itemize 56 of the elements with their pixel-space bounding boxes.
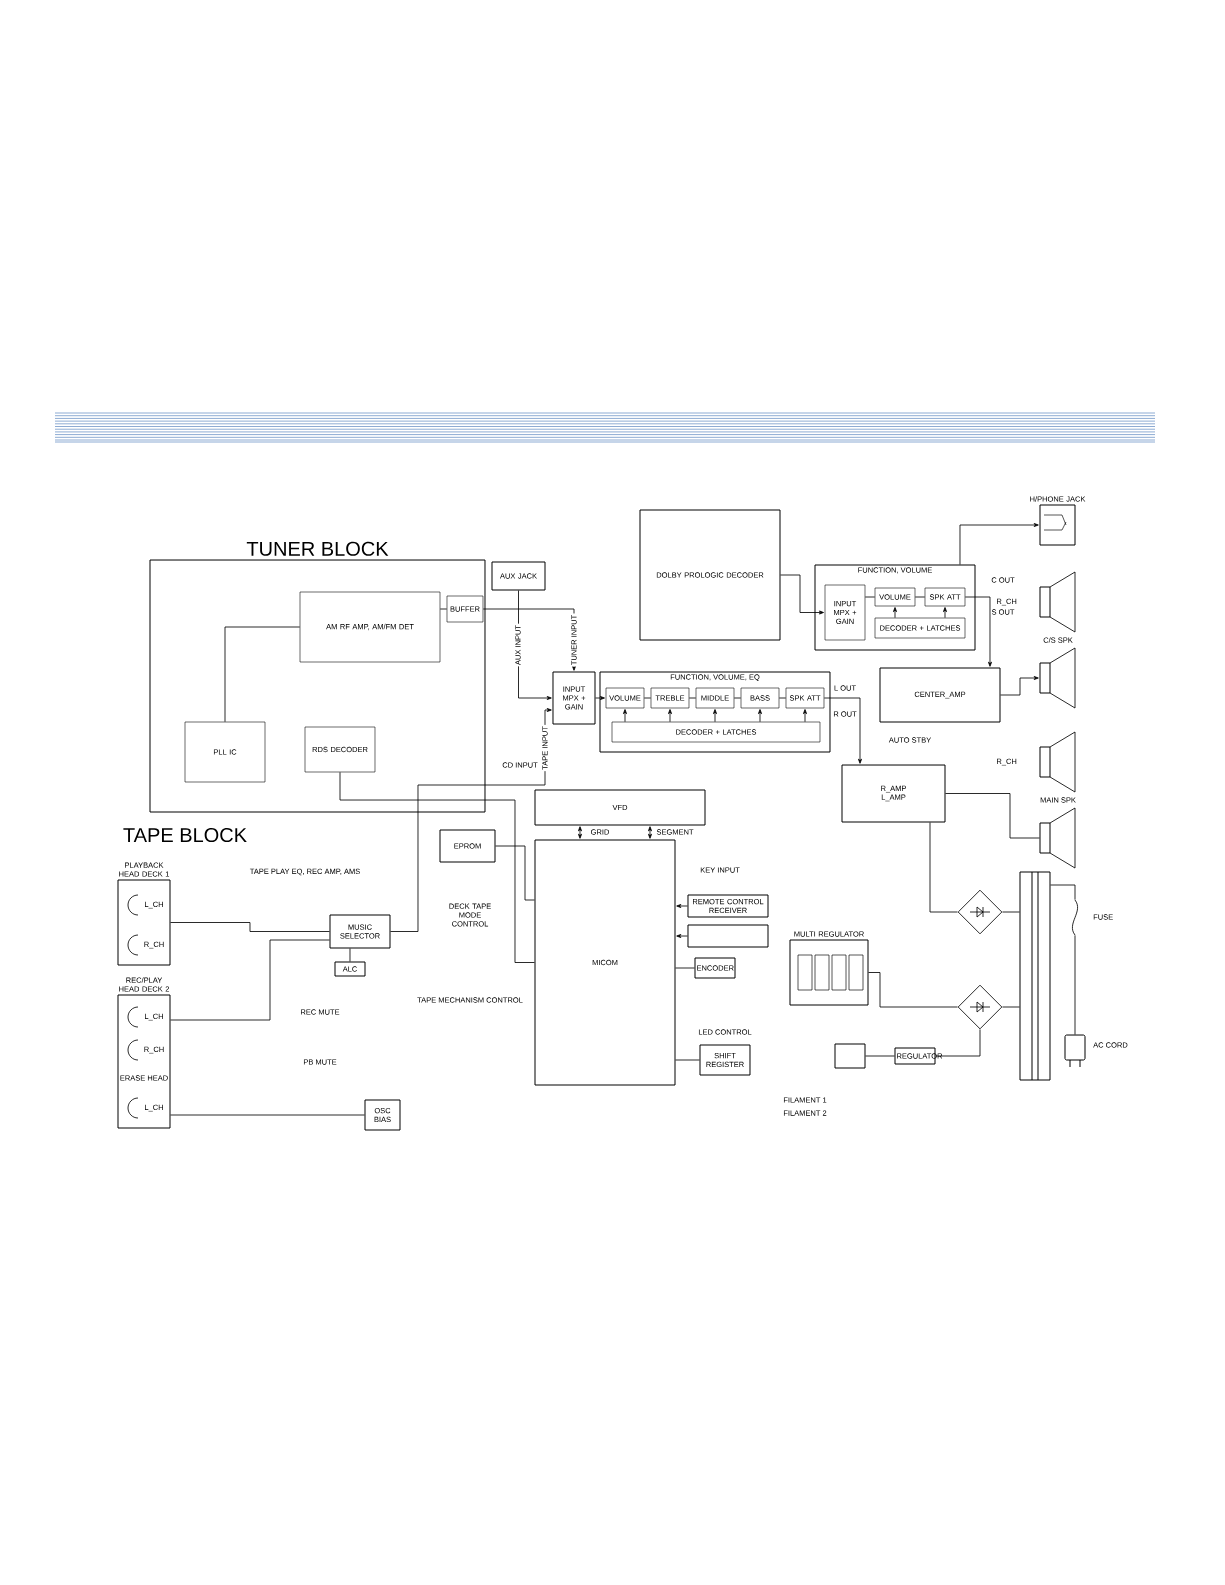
arrow <box>893 607 897 619</box>
ic-box <box>687 924 769 948</box>
connector-line <box>1002 911 1020 913</box>
arrow <box>1000 676 1039 696</box>
connector-line <box>935 1029 981 1057</box>
arrow <box>713 709 717 723</box>
speaker <box>1039 571 1076 633</box>
arrow <box>964 596 992 667</box>
arrow <box>595 696 605 700</box>
arrow <box>668 709 672 723</box>
arrow <box>648 826 652 839</box>
connector-line <box>339 771 535 963</box>
connector-line <box>170 1114 365 1116</box>
connector-line <box>1074 934 1076 1035</box>
transformer-drawing <box>1019 871 1051 1081</box>
connector-line <box>439 608 448 610</box>
arrow <box>623 709 627 723</box>
connector-line <box>1002 1006 1020 1008</box>
plug-icon <box>1064 1034 1086 1068</box>
arrow <box>780 574 824 615</box>
connector-line <box>945 793 1040 839</box>
arrow <box>758 709 762 723</box>
connector-line <box>495 845 535 901</box>
connector-line <box>914 596 926 598</box>
connector-line <box>1050 884 1076 901</box>
speaker <box>1039 647 1076 709</box>
arrow <box>676 904 688 908</box>
arrow <box>578 826 582 839</box>
connector-line <box>675 1059 700 1061</box>
connector-line <box>929 822 958 913</box>
arrow <box>803 709 807 723</box>
connector-line <box>170 939 330 1021</box>
arrow <box>959 523 1039 565</box>
connector-line <box>349 948 351 962</box>
connector-line <box>865 1055 895 1057</box>
connector-line <box>675 967 695 969</box>
ic-box <box>834 1043 866 1069</box>
connector-line <box>224 626 301 723</box>
connector-line <box>868 972 958 1008</box>
arrow <box>390 708 552 932</box>
fuse-symbol <box>1072 899 1078 936</box>
connector-line <box>643 697 652 699</box>
connector-line <box>688 697 697 699</box>
connector-line <box>733 697 742 699</box>
speaker <box>1039 807 1076 869</box>
bridge-rectifier <box>957 889 1003 935</box>
bridge-rectifier <box>957 984 1003 1030</box>
block-title: TAPE BLOCK <box>123 827 247 843</box>
connector-line <box>778 697 787 699</box>
arrow <box>943 607 947 619</box>
arrow <box>676 934 688 938</box>
connector-line <box>864 596 876 598</box>
arrow <box>823 697 862 764</box>
node-label: TUNER BLOCK <box>246 541 389 556</box>
connector-line <box>170 922 330 932</box>
speaker <box>1039 731 1076 793</box>
